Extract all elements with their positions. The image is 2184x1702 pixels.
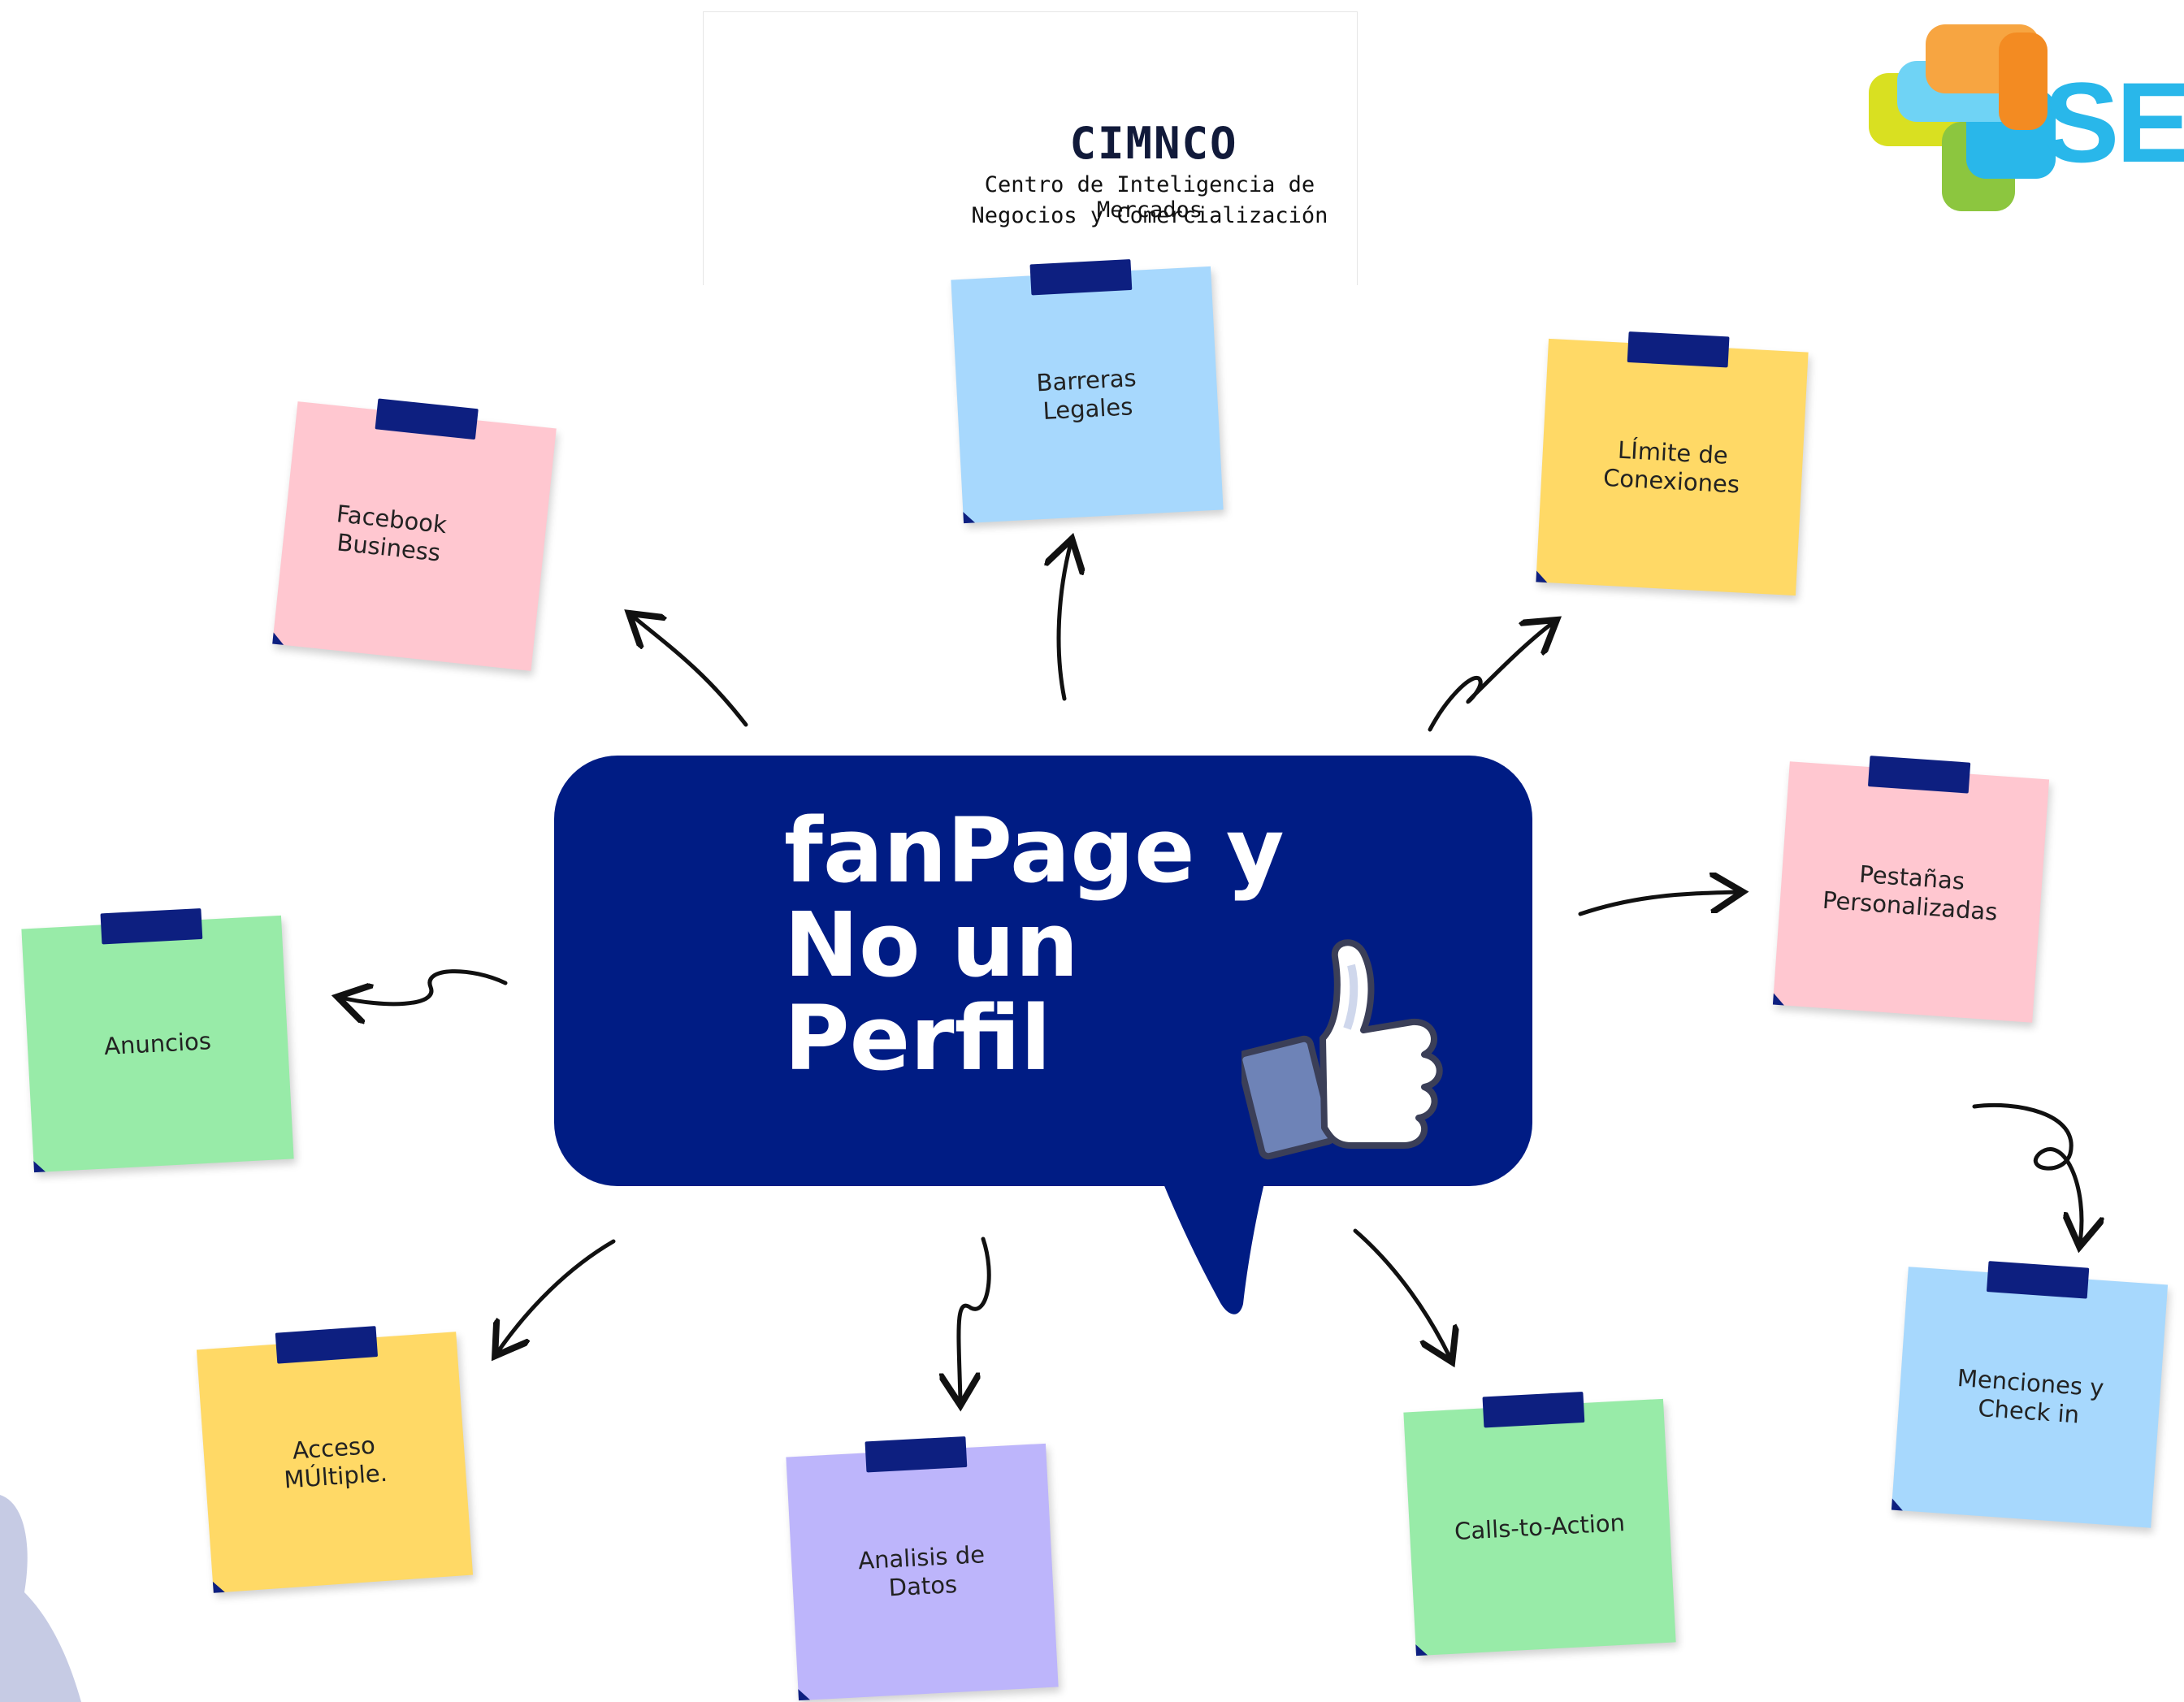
- note-tape: [1029, 258, 1133, 296]
- arrow-to-barreras-legales: [1059, 543, 1071, 701]
- logo-name: CIMNCO: [1069, 118, 1238, 169]
- note-calls-to-action: Calls-to-Action: [1403, 1391, 1676, 1657]
- note-corner: [798, 1688, 811, 1701]
- note-corner: [1772, 993, 1785, 1006]
- arrow-to-anuncios: [341, 969, 508, 1004]
- brand-text: SEN: [2043, 58, 2184, 186]
- note-label: LÍmite de Conexiones: [1602, 435, 1740, 499]
- note-pestanas-personalizadas: Pestañas Personalizadas: [1772, 756, 2050, 1023]
- logo-card: [703, 11, 1358, 285]
- note-tape: [864, 1436, 968, 1473]
- note-corner: [963, 511, 976, 524]
- bubble-tail: [1158, 1170, 1268, 1314]
- arrow-to-limite-conexiones: [1428, 622, 1554, 732]
- arrow-to-pestanas: [1578, 892, 1739, 916]
- arrow-to-acceso: [497, 1239, 616, 1353]
- note-tape: [1482, 1391, 1585, 1428]
- note-corner: [1891, 1498, 1904, 1511]
- note-analisis-datos: Analisis de Datos: [786, 1436, 1059, 1701]
- note-menciones-check-in: Menciones y Check in: [1891, 1261, 2169, 1528]
- note-label: Facebook Business: [335, 500, 448, 567]
- note-tape: [1867, 756, 1971, 794]
- note-corner: [33, 1160, 46, 1173]
- note-label: Acceso MÚltiple.: [283, 1431, 388, 1494]
- note-tape: [275, 1326, 379, 1364]
- note-barreras-legales: Barreras Legales: [951, 258, 1224, 524]
- logo-subtitle-line1: Centro de Inteligencia de Mercados: [984, 172, 1315, 223]
- note-acceso-multiple: Acceso MÚltiple.: [196, 1326, 474, 1593]
- note-label: Barreras Legales: [1035, 364, 1138, 425]
- thumbs-up-icon: [1242, 939, 1443, 1160]
- note-facebook-business: Facebook Business: [272, 398, 557, 671]
- note-label: Anuncios: [103, 1027, 212, 1061]
- note-label: Pestañas Personalizadas: [1822, 860, 1999, 926]
- note-corner: [1415, 1644, 1428, 1657]
- note-label: Menciones y Check in: [1956, 1363, 2105, 1429]
- person-silhouette-icon: [0, 1495, 81, 1702]
- note-label: Calls-to-Action: [1454, 1509, 1626, 1546]
- central-title: fanPage y No un Perfil: [784, 799, 1285, 1090]
- brand-mark-icon: [1869, 24, 2056, 211]
- note-corner: [212, 1580, 225, 1593]
- arrow-to-calls: [1353, 1228, 1450, 1358]
- note-tape: [1986, 1261, 2090, 1299]
- note-label: Analisis de Datos: [857, 1540, 986, 1602]
- arrow-to-analisis: [959, 1236, 991, 1401]
- note-limite-conexiones: LÍmite de Conexiones: [1536, 331, 1809, 596]
- arrow-to-menciones: [1972, 1102, 2082, 1243]
- note-corner: [1536, 570, 1549, 583]
- note-corner: [272, 632, 285, 645]
- arrow-to-facebook-business: [632, 616, 748, 727]
- note-tape: [100, 907, 203, 945]
- logo-subtitle-line2: Negocios y Comercialización: [971, 203, 1328, 228]
- note-anuncios: Anuncios: [21, 907, 294, 1173]
- note-tape: [1627, 331, 1730, 368]
